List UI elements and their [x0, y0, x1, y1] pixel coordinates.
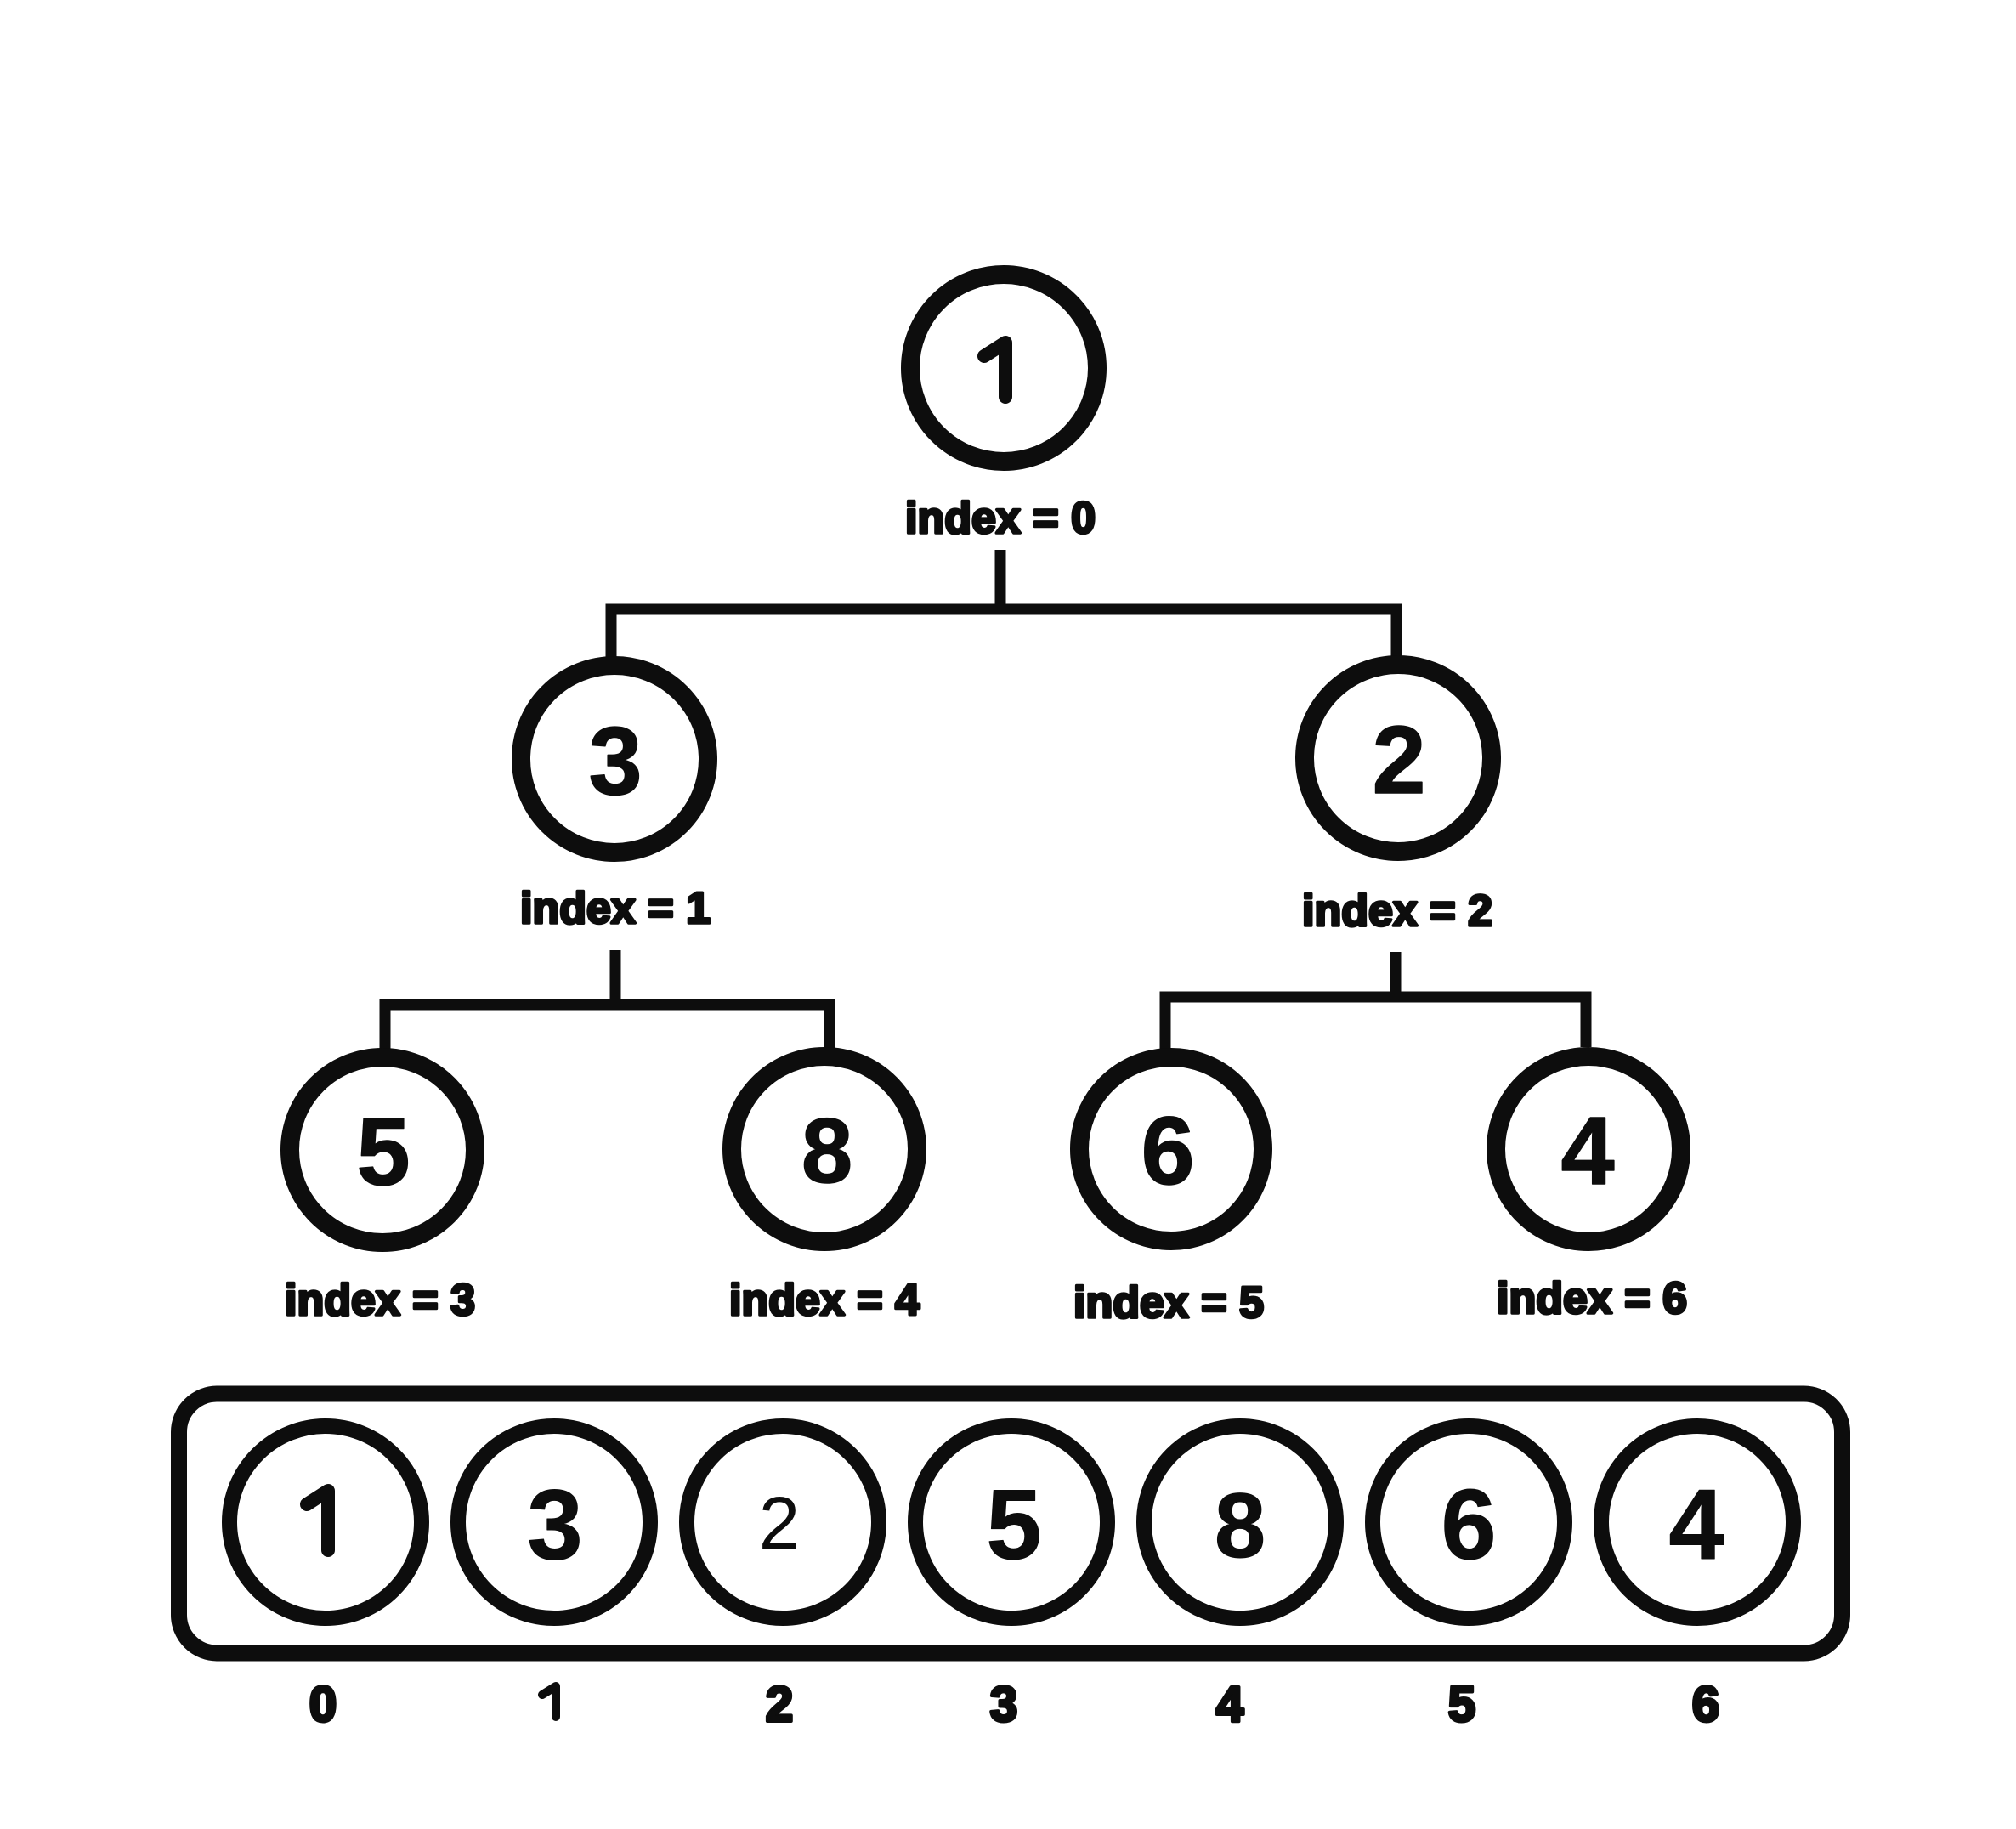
- svg-text:5: 5: [986, 1469, 1041, 1580]
- svg-text:4: 4: [1561, 1097, 1615, 1204]
- svg-text:4: 4: [1216, 1677, 1243, 1732]
- svg-text:6: 6: [1141, 1097, 1195, 1204]
- svg-text:8: 8: [1215, 1474, 1266, 1577]
- svg-text:3: 3: [990, 1677, 1017, 1732]
- svg-text:6: 6: [1692, 1677, 1719, 1732]
- svg-text:2: 2: [766, 1677, 793, 1732]
- svg-text:5: 5: [1448, 1677, 1475, 1732]
- svg-text:index = 6: index = 6: [1497, 1274, 1687, 1323]
- svg-text:index = 0: index = 0: [905, 494, 1096, 543]
- svg-text:index = 3: index = 3: [285, 1276, 475, 1325]
- svg-text:index = 1: index = 1: [520, 884, 711, 933]
- svg-text:2: 2: [1373, 706, 1426, 813]
- svg-text:index = 2: index = 2: [1302, 886, 1492, 936]
- svg-text:index = 4: index = 4: [729, 1276, 920, 1325]
- svg-text:8: 8: [801, 1099, 852, 1202]
- svg-text:2: 2: [759, 1482, 800, 1565]
- svg-text:5: 5: [357, 1098, 411, 1205]
- svg-text:4: 4: [1668, 1469, 1724, 1580]
- svg-text:index = 5: index = 5: [1073, 1278, 1264, 1328]
- svg-text:3: 3: [589, 707, 643, 814]
- svg-text:3: 3: [527, 1469, 582, 1580]
- svg-text:6: 6: [1441, 1469, 1496, 1580]
- svg-text:0: 0: [309, 1677, 337, 1732]
